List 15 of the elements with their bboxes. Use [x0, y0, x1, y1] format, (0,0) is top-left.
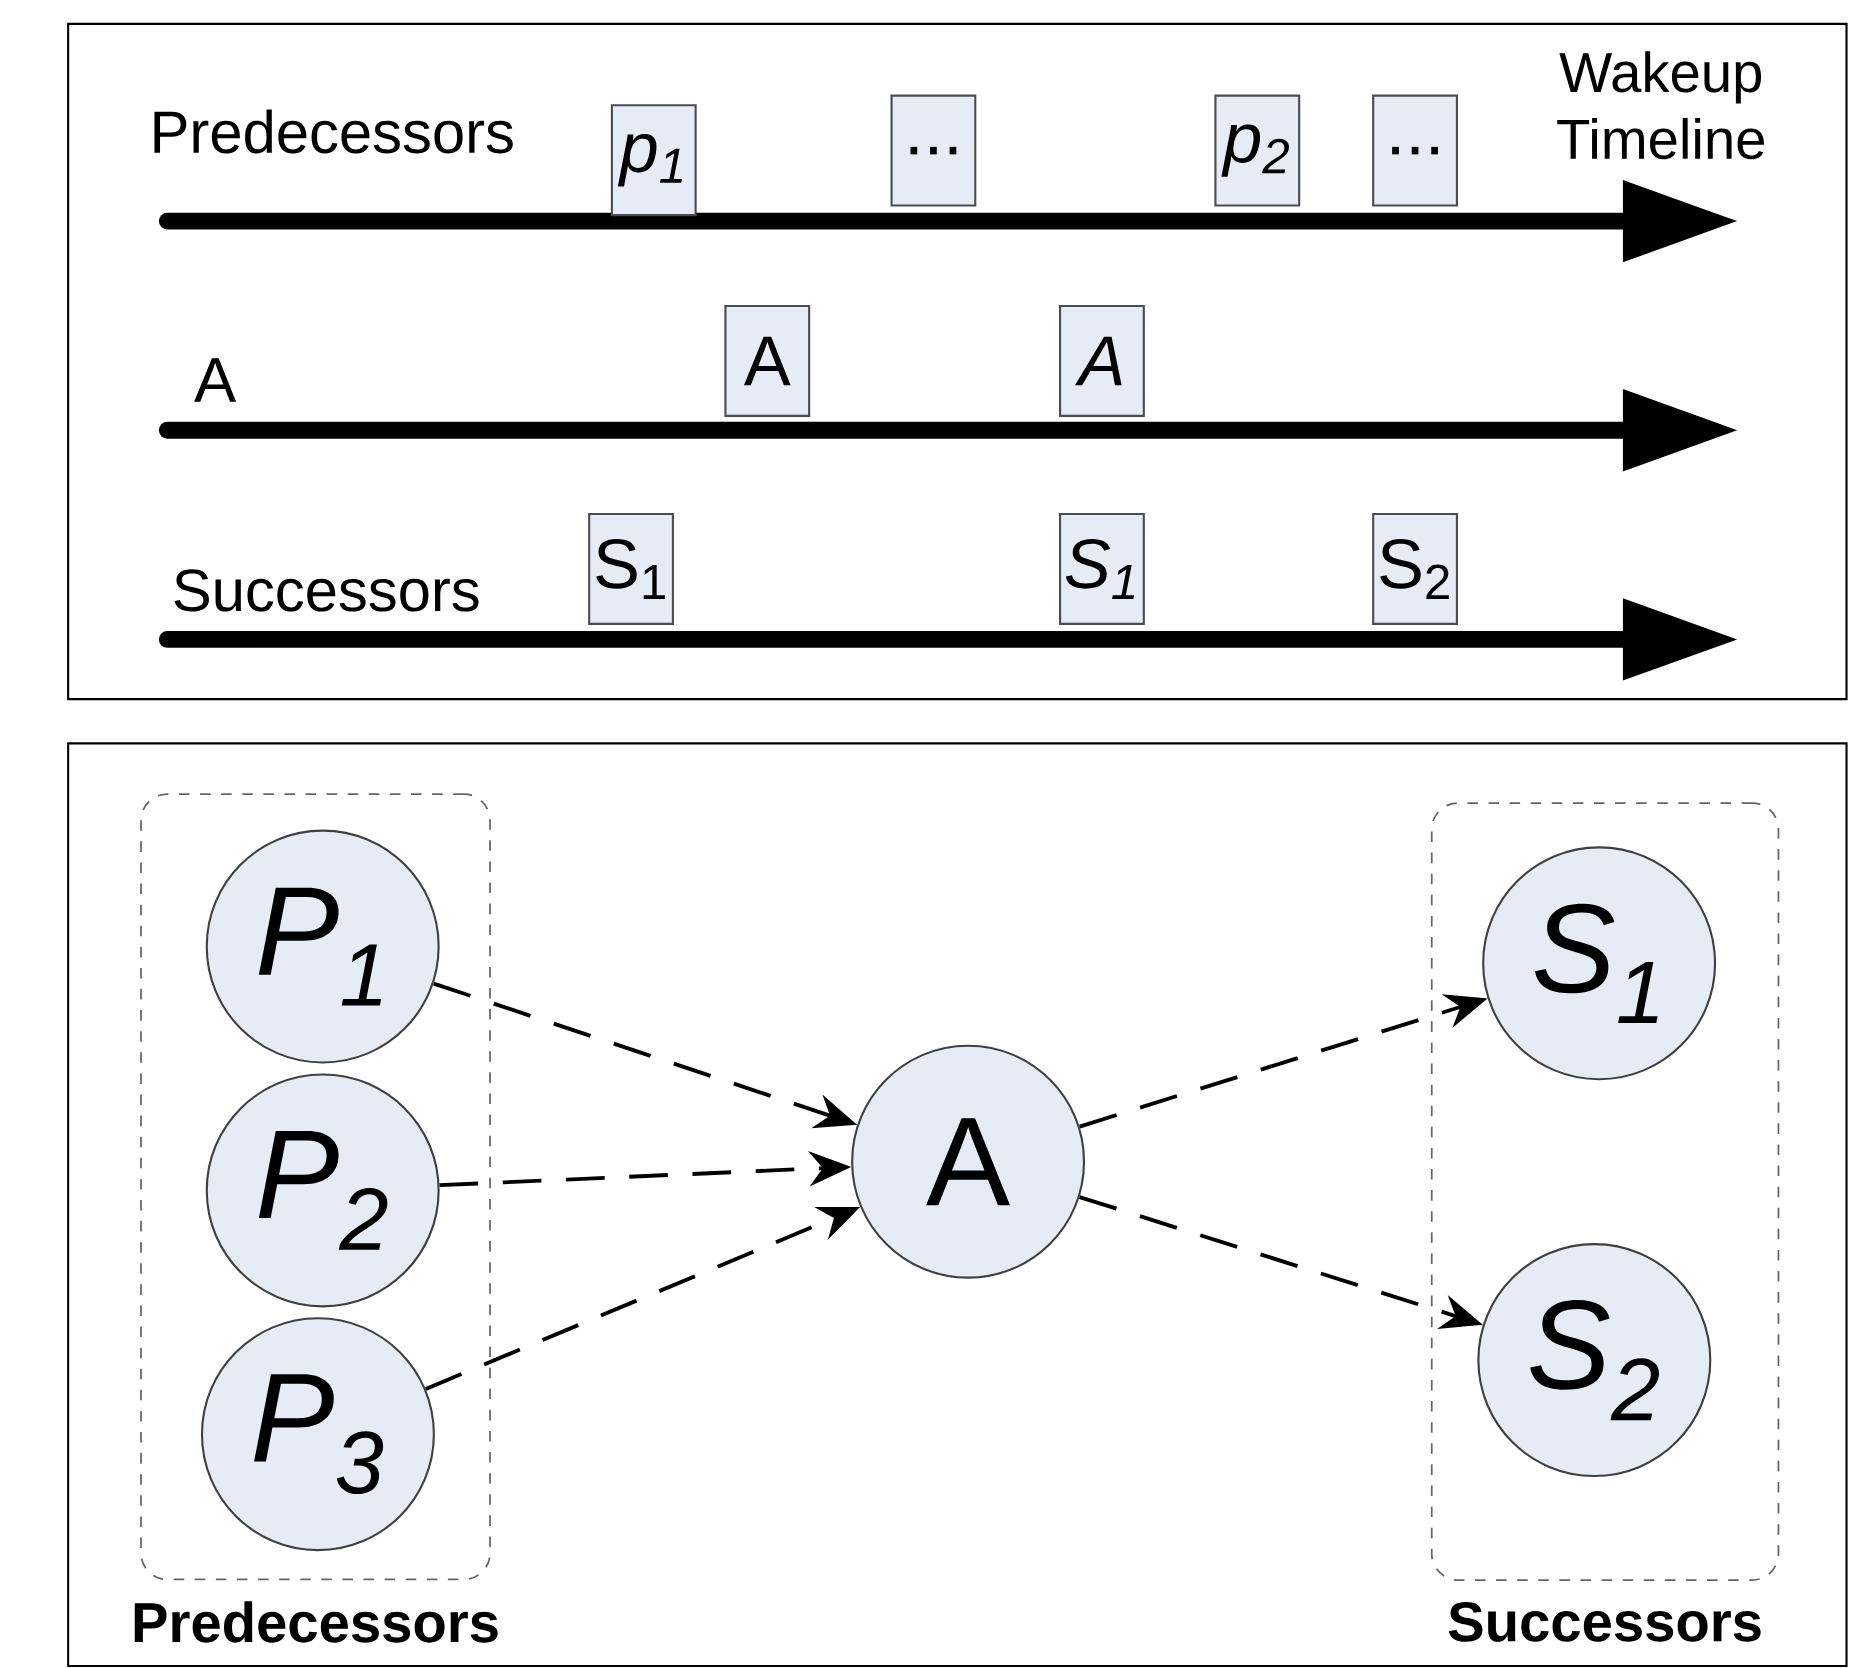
event-box: S$_{1}$: [588, 512, 674, 625]
event-box: p$_{1}$: [610, 103, 697, 216]
timeline-label: Successors: [174, 569, 479, 612]
timeline-label: A: [194, 358, 237, 402]
timeline-label: Wakeup Timeline: [1557, 50, 1764, 160]
event-box: S$_{2}$: [1372, 512, 1458, 625]
timeline-label: Predecessors: [154, 109, 513, 154]
event-box: A: [1059, 304, 1145, 417]
node-label: Successors: [1448, 1601, 1761, 1642]
node-label: Predecessors: [134, 1601, 498, 1643]
event-box: A: [724, 304, 811, 417]
event-box: p$_{2}$: [1214, 94, 1301, 207]
event-box: ...: [890, 94, 977, 207]
event-box: S$_{1}$: [1059, 512, 1145, 625]
event-box: ...: [1372, 94, 1458, 207]
